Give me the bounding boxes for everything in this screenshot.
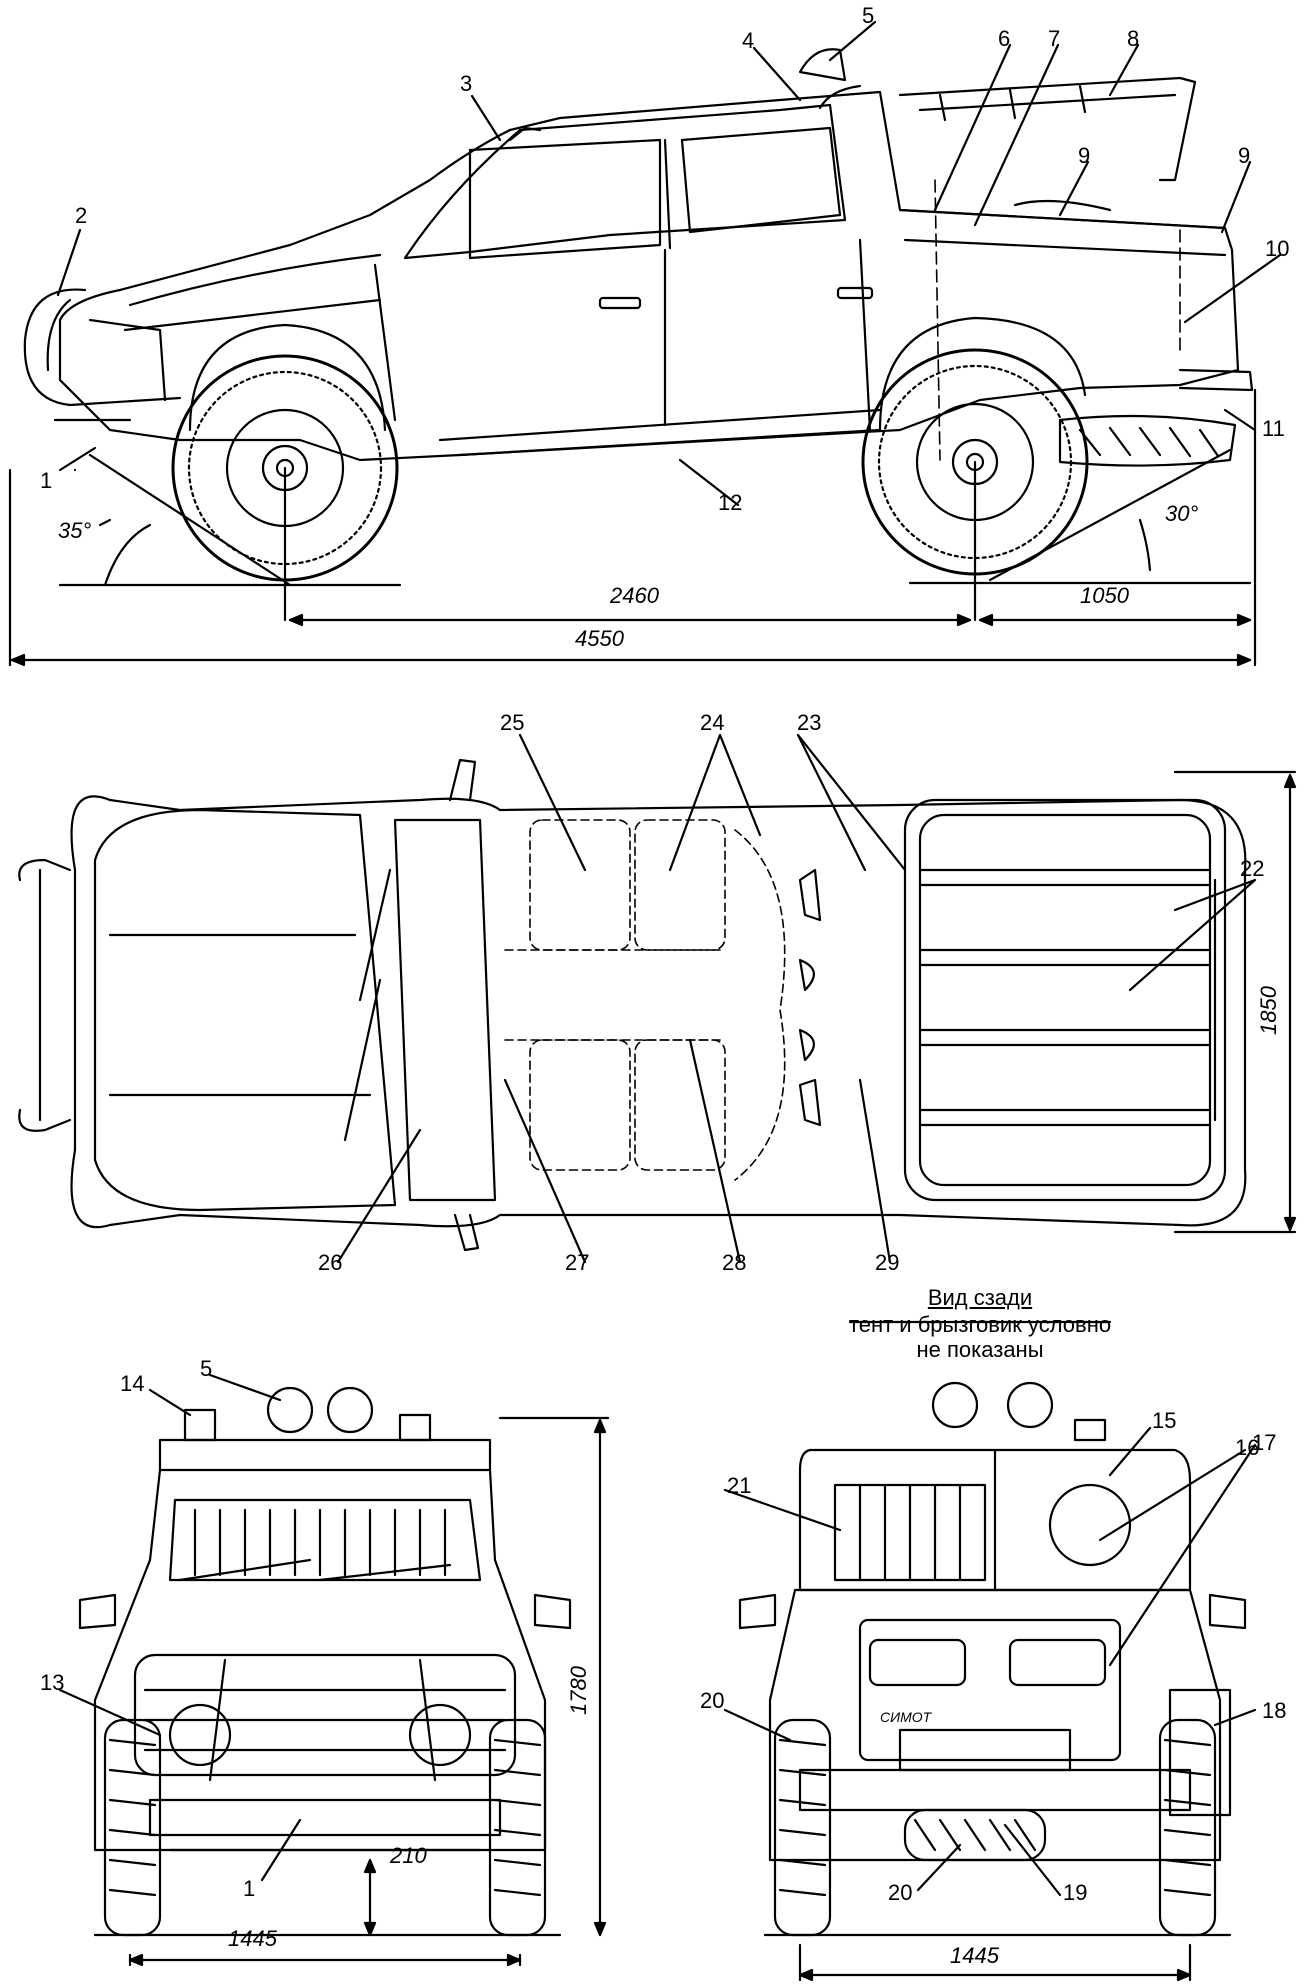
- rear-view-caption: Вид сзади: [800, 1285, 1160, 1310]
- callout-front-5: 5: [200, 1356, 213, 1381]
- callout-side-11: 11: [1262, 416, 1285, 441]
- callout-side-2: 2: [75, 203, 88, 228]
- front-track-label: 1445: [228, 1926, 277, 1951]
- callout-top-23: 23: [797, 710, 822, 735]
- side-view: [8, 20, 1282, 667]
- rear-view-note-line2: не показаны: [916, 1337, 1044, 1363]
- callout-front-13: 13: [40, 1670, 65, 1695]
- callout-side-7: 7: [1048, 26, 1061, 51]
- callout-side-5: 5: [862, 3, 875, 28]
- callout-top-28: 28: [722, 1250, 747, 1275]
- callout-top-25: 25: [500, 710, 525, 735]
- callout-rear-17: 17: [1252, 1430, 1277, 1455]
- rear-view-note: тент и брызговик условно не показаны: [790, 1312, 1170, 1363]
- callout-side-8: 8: [1127, 26, 1140, 51]
- callout-side-1: 1: [40, 468, 53, 493]
- overall-height-label: 1780: [566, 1666, 591, 1715]
- ground-clearance-label: 210: [390, 1843, 427, 1868]
- top-view: [18, 733, 1297, 1264]
- callout-rear-20b: 20: [888, 1880, 913, 1905]
- approach-angle-label: 35°: [58, 518, 92, 543]
- callout-side-9b: 9: [1238, 143, 1251, 168]
- callout-rear-19: 19: [1063, 1880, 1088, 1905]
- rear-view-note-line1: тент и брызговик условно: [848, 1312, 1112, 1337]
- overall-width-label: 1850: [1256, 986, 1281, 1035]
- callout-side-6: 6: [998, 26, 1011, 51]
- callout-rear-18: 18: [1262, 1698, 1287, 1723]
- callout-top-26: 26: [318, 1250, 343, 1275]
- rear-view-title: Вид сзади: [927, 1285, 1033, 1310]
- wheelbase-label: 2460: [610, 583, 659, 608]
- callout-front-14: 14: [120, 1371, 145, 1396]
- callout-rear-21: 21: [727, 1473, 752, 1498]
- callout-rear-15: 15: [1152, 1408, 1177, 1433]
- callout-side-10: 10: [1265, 236, 1290, 261]
- callout-side-4: 4: [742, 28, 755, 53]
- callout-top-24: 24: [700, 710, 725, 735]
- departure-angle-label: 30°: [1165, 501, 1199, 526]
- callout-front-1: 1: [243, 1876, 256, 1901]
- callout-top-27: 27: [565, 1250, 590, 1275]
- callout-rear-20a: 20: [700, 1688, 725, 1713]
- callout-side-12: 12: [718, 490, 743, 515]
- rear-overhang-label: 1050: [1080, 583, 1129, 608]
- callout-top-29: 29: [875, 1250, 900, 1275]
- plate-text: СИМОТ: [880, 1709, 932, 1725]
- callout-side-3: 3: [460, 71, 473, 96]
- overall-length-label: 4550: [575, 626, 624, 651]
- front-view: [58, 1373, 610, 1967]
- callout-rear-16: 16: [1235, 1435, 1260, 1460]
- rear-track-label: 1445: [950, 1943, 999, 1968]
- callout-side-9a: 9: [1078, 143, 1091, 168]
- rear-view: [723, 1320, 1257, 1982]
- callout-top-22: 22: [1240, 856, 1265, 881]
